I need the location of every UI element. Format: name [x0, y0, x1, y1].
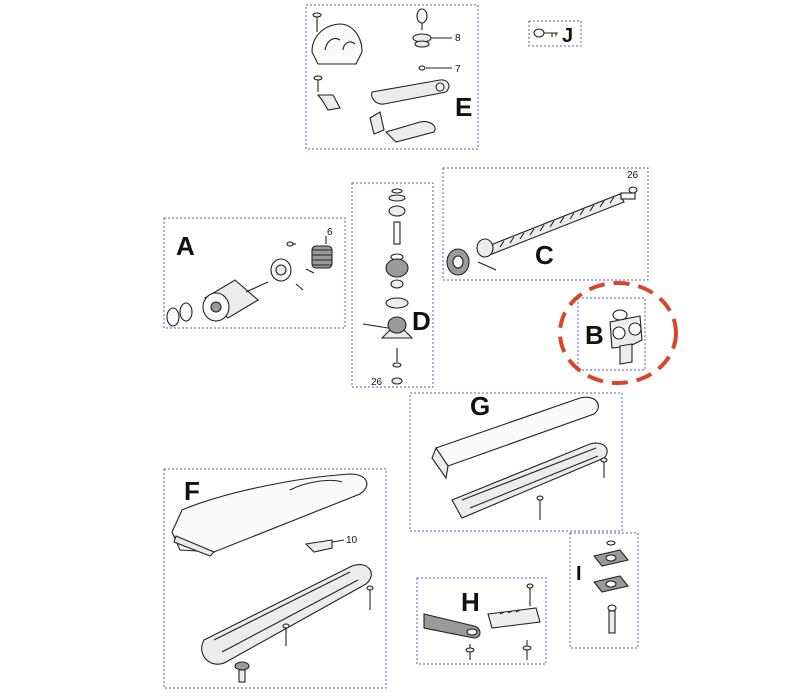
group-e-box	[305, 4, 479, 150]
group-i-parts	[593, 540, 629, 634]
group-d-box	[351, 182, 434, 388]
group-a-worm-part	[311, 245, 333, 269]
group-a-ring-part	[166, 307, 180, 327]
group-b-bracket-part	[609, 309, 643, 365]
group-f-label: F	[184, 476, 200, 506]
group-h: H	[416, 577, 547, 665]
group-e-bracket-part	[313, 75, 341, 111]
group-e-screw-part	[312, 12, 322, 32]
group-g-label: G	[470, 391, 490, 421]
highlight-circle	[558, 281, 678, 385]
part-number-26-d: 26	[371, 377, 383, 388]
group-a-label: A	[176, 231, 195, 261]
group-h-box	[416, 577, 547, 665]
group-g-box	[409, 392, 623, 532]
group-f-cover-part	[171, 473, 368, 557]
group-a-motor-part	[202, 279, 269, 322]
part-number-6: 6	[327, 227, 333, 238]
group-e-cover-part	[311, 23, 363, 65]
group-d-shaft-stack	[362, 188, 414, 385]
group-j-key-part	[533, 28, 558, 38]
group-h-plate-right-part	[487, 583, 541, 660]
group-e-plate-part	[384, 121, 436, 143]
group-a-box	[163, 217, 346, 329]
part-number-26-c: 26	[627, 170, 639, 181]
group-f-bolt-part	[234, 661, 250, 683]
part-number-10: 10	[346, 535, 358, 546]
group-f: F 10	[163, 468, 387, 689]
group-h-label: H	[461, 587, 480, 617]
group-i-box	[569, 532, 639, 649]
group-e-arm-part	[371, 79, 450, 105]
group-e-label: E	[455, 92, 472, 122]
group-c-nut-part	[446, 238, 497, 276]
group-d-label: D	[412, 306, 431, 336]
group-g: G	[409, 391, 623, 532]
group-j: J	[528, 20, 582, 47]
group-c: 26 C	[442, 167, 649, 281]
group-f-box	[163, 468, 387, 689]
group-g-base-part	[451, 442, 608, 520]
group-b-label: B	[585, 320, 604, 350]
group-e-pin-part	[412, 8, 432, 71]
group-i-label: I	[576, 563, 582, 585]
group-a-gear-part	[270, 241, 315, 291]
group-c-screw-part	[487, 186, 638, 255]
group-f-bracket-part	[304, 539, 345, 553]
part-number-8: 8	[455, 33, 461, 44]
group-h-plate-left-part	[423, 613, 481, 660]
group-d: 26 D	[351, 182, 434, 388]
group-i: I	[569, 532, 639, 649]
group-b-box	[577, 297, 646, 371]
group-j-label: J	[562, 25, 573, 47]
part-number-7: 7	[455, 64, 461, 75]
group-f-base-part	[201, 564, 374, 665]
group-c-box	[442, 167, 649, 281]
group-c-label: C	[535, 240, 554, 270]
group-j-box	[528, 20, 582, 47]
group-a: A 6	[163, 217, 346, 329]
group-b: B	[558, 281, 678, 385]
group-e: 8 7 E	[305, 4, 479, 150]
group-g-cover-part	[431, 396, 599, 480]
